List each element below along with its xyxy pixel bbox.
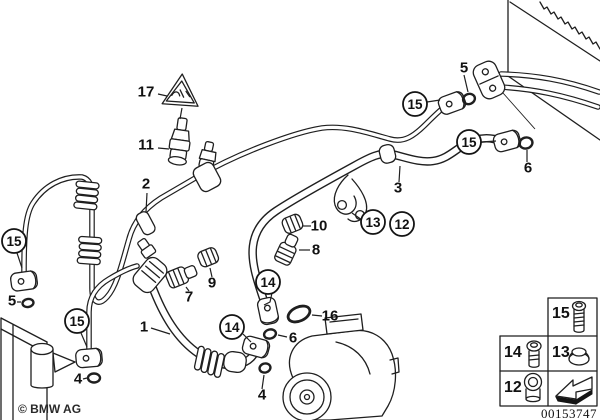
svg-text:14: 14 xyxy=(260,275,276,290)
grommet-icon xyxy=(568,347,590,366)
callout-5[interactable]: 5 xyxy=(460,60,468,77)
callout-2[interactable]: 2 xyxy=(142,176,150,193)
svg-text:15: 15 xyxy=(461,135,477,150)
refrigerant-pipe-2 xyxy=(21,101,451,305)
part-10 xyxy=(281,213,304,234)
callout-4[interactable]: 4 xyxy=(74,371,83,388)
charging-valve xyxy=(192,140,222,193)
long-bolt-icon xyxy=(571,300,587,333)
legend-label-15[interactable]: 15 xyxy=(552,305,570,322)
callout-9[interactable]: 9 xyxy=(208,275,216,292)
pipe-fittings xyxy=(9,60,523,369)
direction-arrow-icon xyxy=(555,376,593,405)
callout-circled-15[interactable]: 15 xyxy=(64,308,90,334)
callout-circled-15[interactable]: 15 xyxy=(402,91,428,117)
callout-6[interactable]: 6 xyxy=(524,160,532,177)
small-parts xyxy=(165,117,304,289)
condenser xyxy=(507,0,600,141)
leader-lines xyxy=(16,74,536,390)
legend-label-13[interactable]: 13 xyxy=(552,344,570,361)
svg-text:15: 15 xyxy=(407,97,423,112)
svg-text:15: 15 xyxy=(6,234,22,249)
svg-text:15: 15 xyxy=(69,314,85,329)
svg-text:14: 14 xyxy=(224,320,240,335)
o-rings xyxy=(21,92,534,384)
warning-triangle-icon xyxy=(161,73,199,107)
callout-7[interactable]: 7 xyxy=(185,289,193,306)
part-8 xyxy=(274,233,299,266)
part-9 xyxy=(197,247,220,268)
legend-cell-13[interactable]: 13 xyxy=(552,344,590,366)
callout-circled-12[interactable]: 12 xyxy=(389,211,415,237)
callout-8[interactable]: 8 xyxy=(312,242,320,259)
compressor xyxy=(282,313,400,420)
callout-1[interactable]: 1 xyxy=(140,319,148,336)
legend-cell-14[interactable]: 14 xyxy=(504,340,542,368)
sealing-plug-icon xyxy=(523,372,543,403)
callout-16[interactable]: 16 xyxy=(322,308,339,325)
callout-circled-14[interactable]: 14 xyxy=(219,314,245,340)
legend-cell-15[interactable]: 15 xyxy=(552,300,587,333)
short-bolt-icon xyxy=(526,340,542,368)
callout-17[interactable]: 17 xyxy=(138,84,155,101)
legend-cell-arrow[interactable] xyxy=(555,376,593,405)
callout-5[interactable]: 5 xyxy=(8,293,16,310)
callout-11[interactable]: 11 xyxy=(138,137,154,154)
legend-label-14[interactable]: 14 xyxy=(504,344,522,361)
copyright-text: © BMW AG xyxy=(18,402,81,416)
svg-text:13: 13 xyxy=(365,215,381,230)
callout-circled-15[interactable]: 15 xyxy=(456,129,482,155)
document-number: 00153747 xyxy=(541,406,597,420)
callout-6[interactable]: 6 xyxy=(289,330,297,347)
callout-circled-14[interactable]: 14 xyxy=(255,269,281,295)
mounting-bracket xyxy=(333,174,368,223)
svg-text:12: 12 xyxy=(394,217,409,232)
callout-3[interactable]: 3 xyxy=(394,180,402,197)
callout-10[interactable]: 10 xyxy=(311,218,328,235)
callout-4[interactable]: 4 xyxy=(258,387,267,404)
callout-circled-13[interactable]: 13 xyxy=(360,209,386,235)
legend-table: 15 14 13 xyxy=(499,297,598,407)
receiver-drier xyxy=(0,317,76,420)
legend-cell-12[interactable]: 12 xyxy=(504,372,543,403)
legend-label-12[interactable]: 12 xyxy=(504,379,522,396)
part-7 xyxy=(165,265,198,289)
hose1-fitting xyxy=(132,238,168,294)
callout-circled-15[interactable]: 15 xyxy=(1,228,27,254)
service-valve-part xyxy=(167,117,191,166)
hose-couplings xyxy=(73,143,397,378)
condenser-pipes xyxy=(497,71,600,110)
